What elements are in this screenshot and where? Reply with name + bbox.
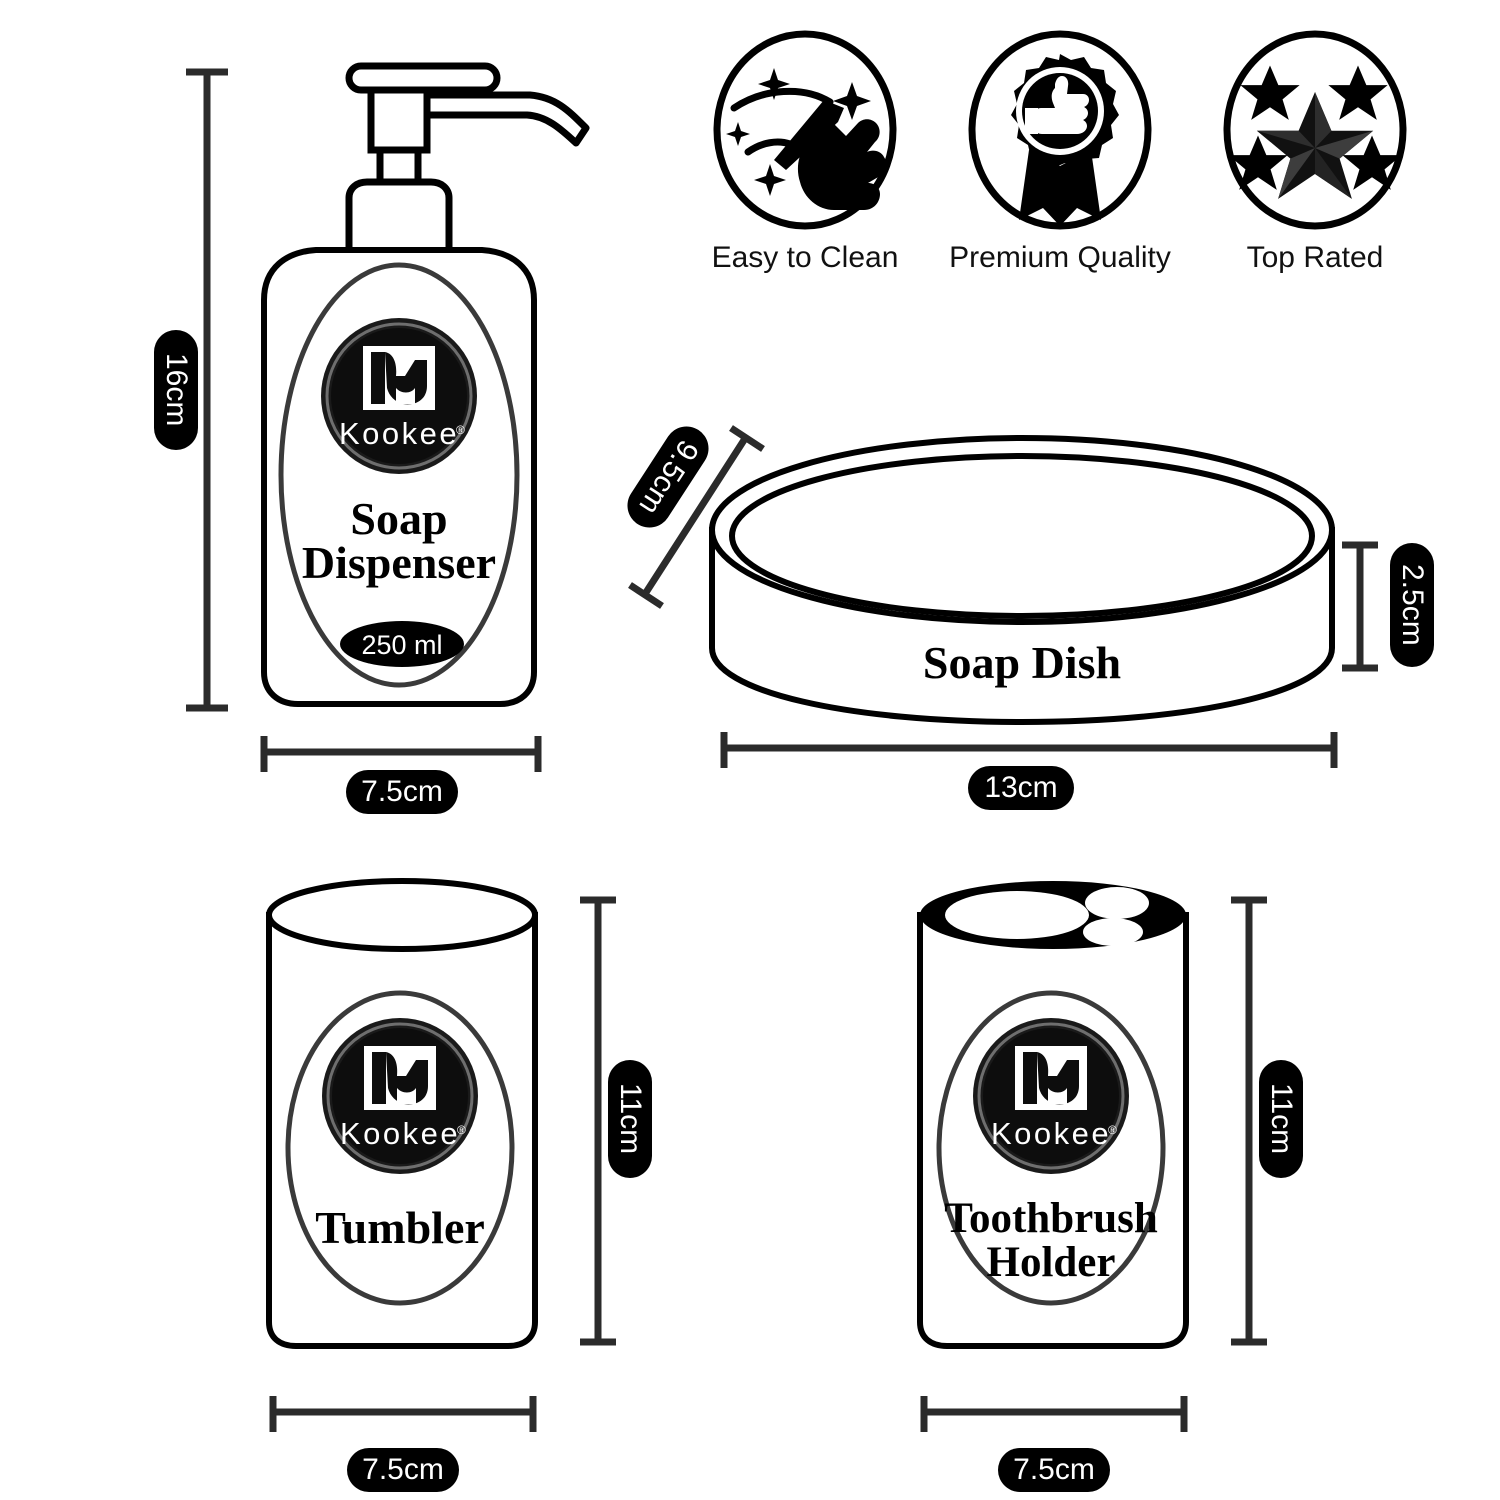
tumbler-label-oval <box>285 990 515 1306</box>
soap-dispenser-illustration: Kookee ® Soap Dispenser 250 ml <box>261 62 590 707</box>
holder-name-line1: Toothbrush <box>944 1195 1158 1242</box>
logo-wordmark: Kookee <box>340 1116 460 1151</box>
dispenser-width-label: 7.5cm <box>346 770 458 814</box>
bottle-label-oval <box>278 262 520 688</box>
holder-hole-small-bottom <box>1083 918 1143 946</box>
badge-label: Premium Quality <box>949 241 1171 274</box>
pump-cap <box>345 62 501 94</box>
dispenser-name-line2: Dispenser <box>302 537 496 588</box>
logo-wordmark: Kookee <box>991 1116 1111 1151</box>
holder-hole-small-top <box>1085 887 1149 919</box>
dish-name: Soap Dish <box>923 637 1121 688</box>
pump-nozzle <box>423 91 590 147</box>
badge-top-rated: Top Rated <box>1200 30 1430 275</box>
feature-badges: Easy to Clean Premium Quality <box>690 30 1430 310</box>
badge-label: Easy to Clean <box>711 241 899 274</box>
capacity-label: 250 ml <box>361 630 442 660</box>
capacity-pill-bg <box>340 621 464 667</box>
tumbler-height-label: 11cm <box>608 1060 652 1178</box>
tumbler-name: Tumbler <box>315 1202 485 1253</box>
tumbler-height-dimension <box>580 896 616 1346</box>
tumbler-width-label: 7.5cm <box>347 1448 459 1492</box>
dispenser-height-dimension <box>186 68 228 712</box>
pump-stem <box>367 86 431 154</box>
logo-registered-mark: ® <box>457 1123 466 1137</box>
logo-registered-mark: ® <box>1108 1123 1117 1137</box>
tumbler-illustration: Kookee ® Tumbler <box>266 878 538 1349</box>
badge-easy-to-clean: Easy to Clean <box>690 30 920 275</box>
dish-height-dimension <box>1342 541 1378 672</box>
toothbrush-holder-illustration: Kookee ® Toothbrush Holder <box>917 881 1189 1349</box>
badge-label: Top Rated <box>1246 241 1384 274</box>
dispenser-height-label: 16cm <box>154 330 198 450</box>
logo-wordmark: Kookee <box>339 416 459 451</box>
holder-width-dimension <box>920 1396 1188 1432</box>
holder-height-dimension <box>1231 896 1267 1346</box>
kookee-logo-tumbler: Kookee ® <box>320 1016 480 1176</box>
dish-inner-rim <box>729 453 1315 619</box>
holder-name-line2: Holder <box>987 1239 1116 1286</box>
dish-width-dimension <box>720 732 1338 768</box>
kookee-logo-holder: Kookee ® <box>971 1016 1131 1176</box>
dish-height-label: 2.5cm <box>1390 543 1434 667</box>
tumbler-width-dimension <box>269 1396 537 1432</box>
holder-hole-large <box>945 891 1089 939</box>
holder-width-label: 7.5cm <box>998 1448 1110 1492</box>
tumbler-rim <box>266 878 538 952</box>
dish-depth-dimension <box>628 425 765 609</box>
award-ribbon-thumbsup-icon <box>968 30 1152 230</box>
holder-height-label: 11cm <box>1259 1060 1303 1178</box>
dispenser-name-line1: Soap <box>350 493 447 544</box>
dish-width-label: 13cm <box>968 766 1074 810</box>
badge-premium-quality: Premium Quality <box>945 30 1175 275</box>
kookee-logo-dispenser: Kookee ® <box>319 316 479 476</box>
five-stars-icon <box>1223 30 1407 230</box>
logo-registered-mark: ® <box>456 423 465 437</box>
pump-neck <box>376 146 422 186</box>
soap-dish-illustration: Soap Dish <box>709 435 1335 726</box>
dispenser-width-dimension <box>260 736 542 772</box>
holder-label-oval <box>936 990 1166 1306</box>
sparkle-hand-wipe-icon <box>713 30 897 230</box>
pump-collar <box>345 178 453 256</box>
